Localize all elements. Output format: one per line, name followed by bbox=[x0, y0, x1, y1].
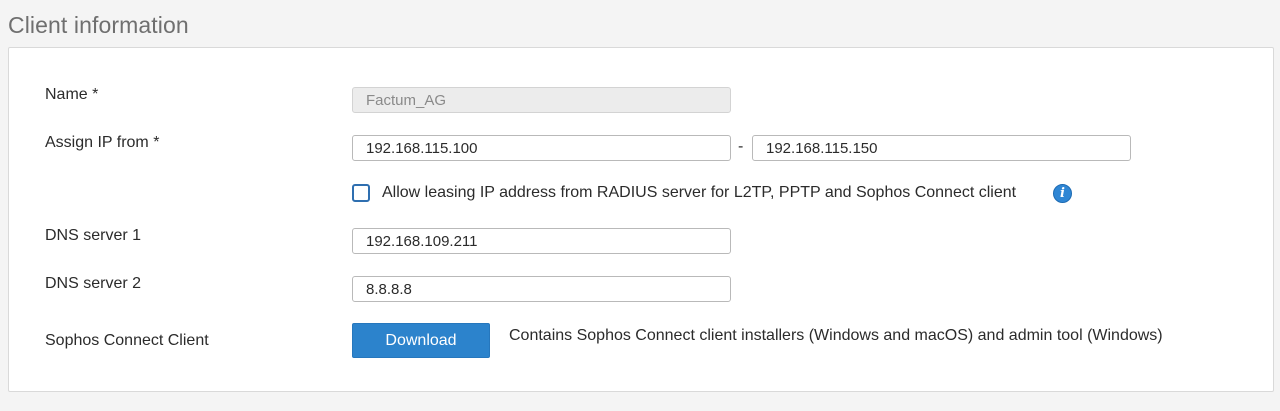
name-label: Name * bbox=[45, 86, 99, 103]
info-icon[interactable]: i bbox=[1053, 184, 1072, 203]
sophos-client-description: Contains Sophos Connect client installer… bbox=[509, 327, 1163, 344]
client-information-panel: Name * Assign IP from * - Allow leasing … bbox=[8, 47, 1274, 392]
dns-server-1-label: DNS server 1 bbox=[45, 227, 142, 244]
sophos-connect-client-label: Sophos Connect Client bbox=[45, 332, 209, 349]
ip-range-end-field[interactable] bbox=[752, 135, 1131, 161]
dns-server-1-field[interactable] bbox=[352, 228, 731, 254]
download-button[interactable]: Download bbox=[352, 323, 490, 358]
dns-server-2-field[interactable] bbox=[352, 276, 731, 302]
assign-ip-label: Assign IP from * bbox=[45, 134, 160, 151]
ip-range-start-field[interactable] bbox=[352, 135, 731, 161]
section-title: Client information bbox=[8, 12, 189, 38]
dns-server-2-label: DNS server 2 bbox=[45, 275, 142, 292]
ip-range-separator: - bbox=[738, 138, 744, 155]
name-field bbox=[352, 87, 731, 113]
radius-lease-label: Allow leasing IP address from RADIUS ser… bbox=[382, 184, 1017, 201]
radius-lease-checkbox[interactable] bbox=[352, 184, 370, 202]
